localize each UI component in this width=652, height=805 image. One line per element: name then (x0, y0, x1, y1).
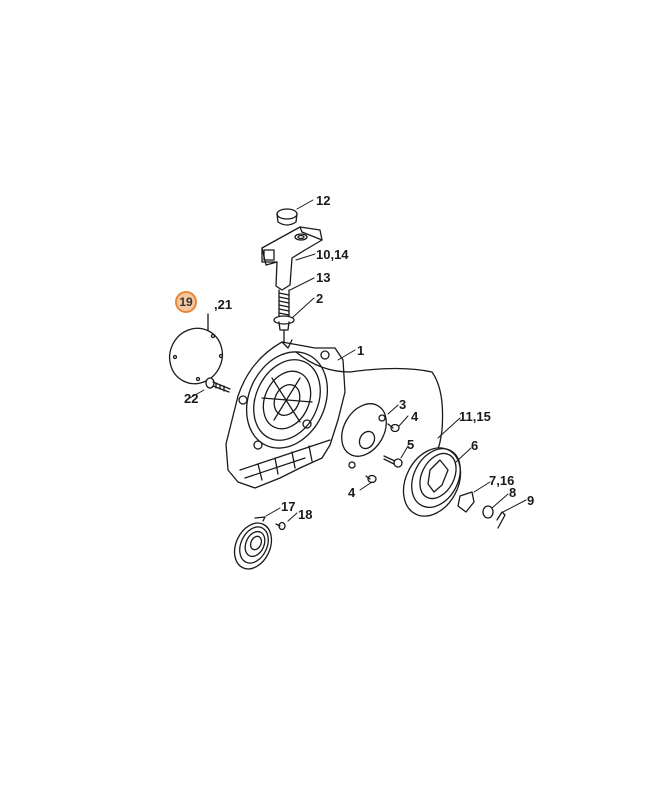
spring-clip-part (482, 505, 494, 519)
spring-9-part (496, 511, 506, 529)
fan-housing-part (225, 339, 346, 489)
callout-1[interactable]: 1 (357, 343, 365, 358)
screw-22-part (205, 377, 231, 393)
callout-3[interactable]: 3 (399, 397, 407, 412)
washer-plate-part (341, 403, 387, 469)
callout-8[interactable]: 8 (509, 485, 517, 500)
rope-rotor-part (402, 447, 462, 517)
callout-10-14[interactable]: 10,14 (316, 247, 349, 262)
callout-12[interactable]: 12 (316, 193, 331, 208)
callout-22[interactable]: 22 (184, 391, 199, 406)
rewind-spring-part (233, 516, 273, 570)
starter-grip-part (261, 226, 323, 291)
callout-13[interactable]: 13 (316, 270, 331, 285)
leader-lines (187, 199, 527, 522)
callout-19-text: 19 (179, 295, 193, 309)
callout-17[interactable]: 17 (281, 499, 296, 514)
handle-cap-part (276, 208, 298, 226)
washer-part (273, 315, 295, 347)
callout-21[interactable]: ,21 (214, 297, 233, 312)
callout-11-15[interactable]: 11,15 (459, 409, 491, 424)
callout-7-16[interactable]: 7,16 (489, 473, 515, 488)
screw-4b-part (365, 474, 377, 484)
callout-5[interactable]: 5 (407, 437, 415, 452)
starter-rope-part (295, 351, 444, 449)
screw-4a-part (387, 423, 400, 433)
callout-2[interactable]: 2 (316, 291, 324, 306)
pawl-part (457, 491, 475, 513)
callout-4b[interactable]: 4 (348, 485, 356, 500)
screw-5-part (383, 455, 403, 468)
callout-19-highlighted[interactable]: 19 (175, 291, 197, 313)
callout-4a[interactable]: 4 (411, 409, 419, 424)
rope-sleeve-spring-part (278, 289, 290, 317)
callout-18[interactable]: 18 (298, 507, 313, 522)
cover-disc-part (168, 313, 224, 385)
callout-6[interactable]: 6 (471, 438, 479, 453)
callout-9[interactable]: 9 (527, 493, 535, 508)
screw-18-part (275, 521, 286, 531)
